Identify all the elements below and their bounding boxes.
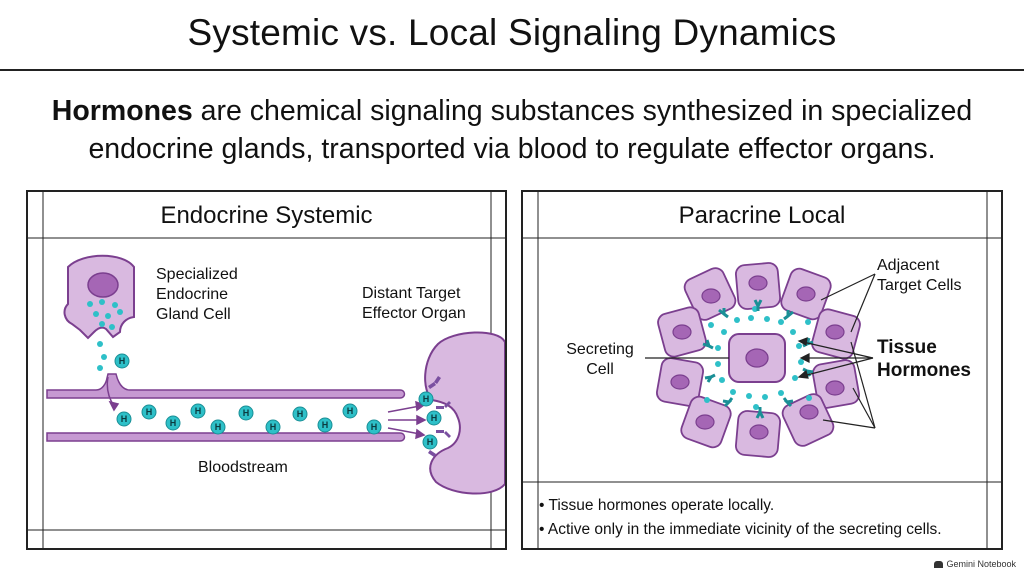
tissue-hormone-molecules bbox=[704, 306, 812, 410]
secreting-cell-label: Secreting Cell bbox=[566, 341, 634, 378]
note-item: Tissue hormones operate locally. bbox=[539, 494, 942, 518]
intro-line-1: are chemical signaling substances synthe… bbox=[192, 95, 973, 127]
svg-text:H: H bbox=[371, 422, 378, 432]
svg-text:H: H bbox=[423, 394, 430, 404]
svg-text:H: H bbox=[270, 422, 277, 432]
bloodstream-label: Bloodstream bbox=[198, 459, 288, 476]
endocrine-diagram: H HHH HHH HHH HH HHH bbox=[28, 192, 505, 548]
intro-bold-term: Hormones bbox=[51, 95, 193, 127]
blood-vessel-bottom-wall bbox=[46, 432, 406, 442]
gland-nucleus bbox=[87, 272, 119, 298]
blood-vessel-top-wall bbox=[46, 373, 406, 399]
page-title: Systemic vs. Local Signaling Dynamics bbox=[187, 12, 837, 53]
paracrine-notes: Tissue hormones operate locally. Active … bbox=[539, 494, 942, 542]
endocrine-panel: Endocrine Systemic bbox=[26, 190, 507, 550]
tissue-hormones-label: Tissue Hormones bbox=[877, 337, 971, 381]
svg-text:H: H bbox=[119, 356, 126, 366]
svg-text:H: H bbox=[243, 408, 250, 418]
hormone-molecules bbox=[114, 353, 442, 450]
notebook-logo-icon bbox=[934, 561, 944, 568]
svg-text:H: H bbox=[431, 413, 438, 423]
adjacent-cells-label: Adjacent Target Cells bbox=[877, 257, 962, 294]
paracrine-diagram bbox=[523, 192, 1001, 548]
svg-text:H: H bbox=[322, 420, 329, 430]
gland-cell-label: Specialized Endocrine Gland Cell bbox=[156, 266, 238, 323]
secreting-nucleus bbox=[745, 348, 769, 368]
intro-line-2: endocrine glands, transported via blood … bbox=[88, 133, 936, 165]
paracrine-panel-title: Paracrine Local bbox=[678, 202, 846, 229]
paracrine-panel: Paracrine Local bbox=[521, 190, 1003, 550]
svg-text:H: H bbox=[427, 437, 434, 447]
svg-text:H: H bbox=[170, 418, 177, 428]
svg-text:H: H bbox=[195, 406, 202, 416]
svg-text:H: H bbox=[297, 409, 304, 419]
svg-text:H: H bbox=[121, 414, 128, 424]
svg-text:H: H bbox=[215, 422, 222, 432]
endocrine-panel-title: Endocrine Systemic bbox=[160, 202, 373, 229]
note-item: Active only in the immediate vicinity of… bbox=[539, 518, 942, 542]
intro-text: Hormones are chemical signaling substanc… bbox=[20, 92, 1004, 168]
target-organ-label: Distant Target Effector Organ bbox=[362, 285, 466, 322]
svg-text:H: H bbox=[347, 406, 354, 416]
svg-text:H: H bbox=[146, 407, 153, 417]
footer-brand: Gemini Notebook bbox=[934, 559, 1016, 569]
title-divider bbox=[0, 69, 1024, 71]
